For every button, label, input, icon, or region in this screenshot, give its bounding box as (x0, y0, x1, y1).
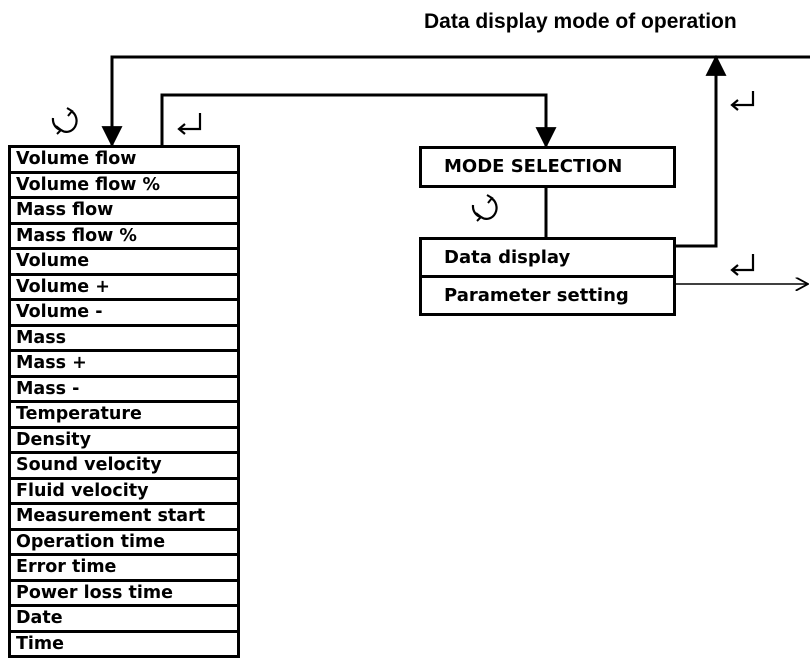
menu-item[interactable]: Error time (11, 556, 237, 582)
data-display-option[interactable]: Data display (422, 240, 673, 275)
enter-icon (179, 113, 200, 134)
cycle-icon (53, 108, 77, 134)
menu-item[interactable]: Volume flow (11, 148, 237, 174)
menu-item[interactable]: Mass flow % (11, 225, 237, 251)
menu-item[interactable]: Density (11, 429, 237, 455)
menu-item[interactable]: Mass (11, 327, 237, 353)
menu-item[interactable]: Mass + (11, 352, 237, 378)
menu-item[interactable]: Volume (11, 250, 237, 276)
menu-item[interactable]: Volume flow % (11, 174, 237, 200)
return-connector (112, 57, 810, 145)
menu-item[interactable]: Operation time (11, 531, 237, 557)
enter-icon (732, 254, 753, 275)
menu-item[interactable]: Temperature (11, 403, 237, 429)
menu-item[interactable]: Time (11, 633, 237, 658)
menu-item[interactable]: Volume - (11, 301, 237, 327)
list-to-mode-connector (162, 95, 546, 146)
diagram-title: Data display mode of operation (424, 10, 737, 34)
menu-item[interactable]: Measurement start (11, 505, 237, 531)
enter-icon (732, 91, 753, 110)
cycle-icon (473, 195, 497, 221)
menu-item[interactable]: Sound velocity (11, 454, 237, 480)
menu-item[interactable]: Date (11, 607, 237, 633)
data-display-connector (670, 57, 716, 246)
mode-options: Data display Parameter setting (419, 237, 676, 316)
menu-item[interactable]: Power loss time (11, 582, 237, 608)
menu-item[interactable]: Volume + (11, 276, 237, 302)
menu-item[interactable]: Mass - (11, 378, 237, 404)
mode-selection-box[interactable]: MODE SELECTION (419, 146, 676, 188)
menu-item[interactable]: Fluid velocity (11, 480, 237, 506)
parameter-setting-option[interactable]: Parameter setting (422, 275, 673, 313)
menu-item[interactable]: Mass flow (11, 199, 237, 225)
